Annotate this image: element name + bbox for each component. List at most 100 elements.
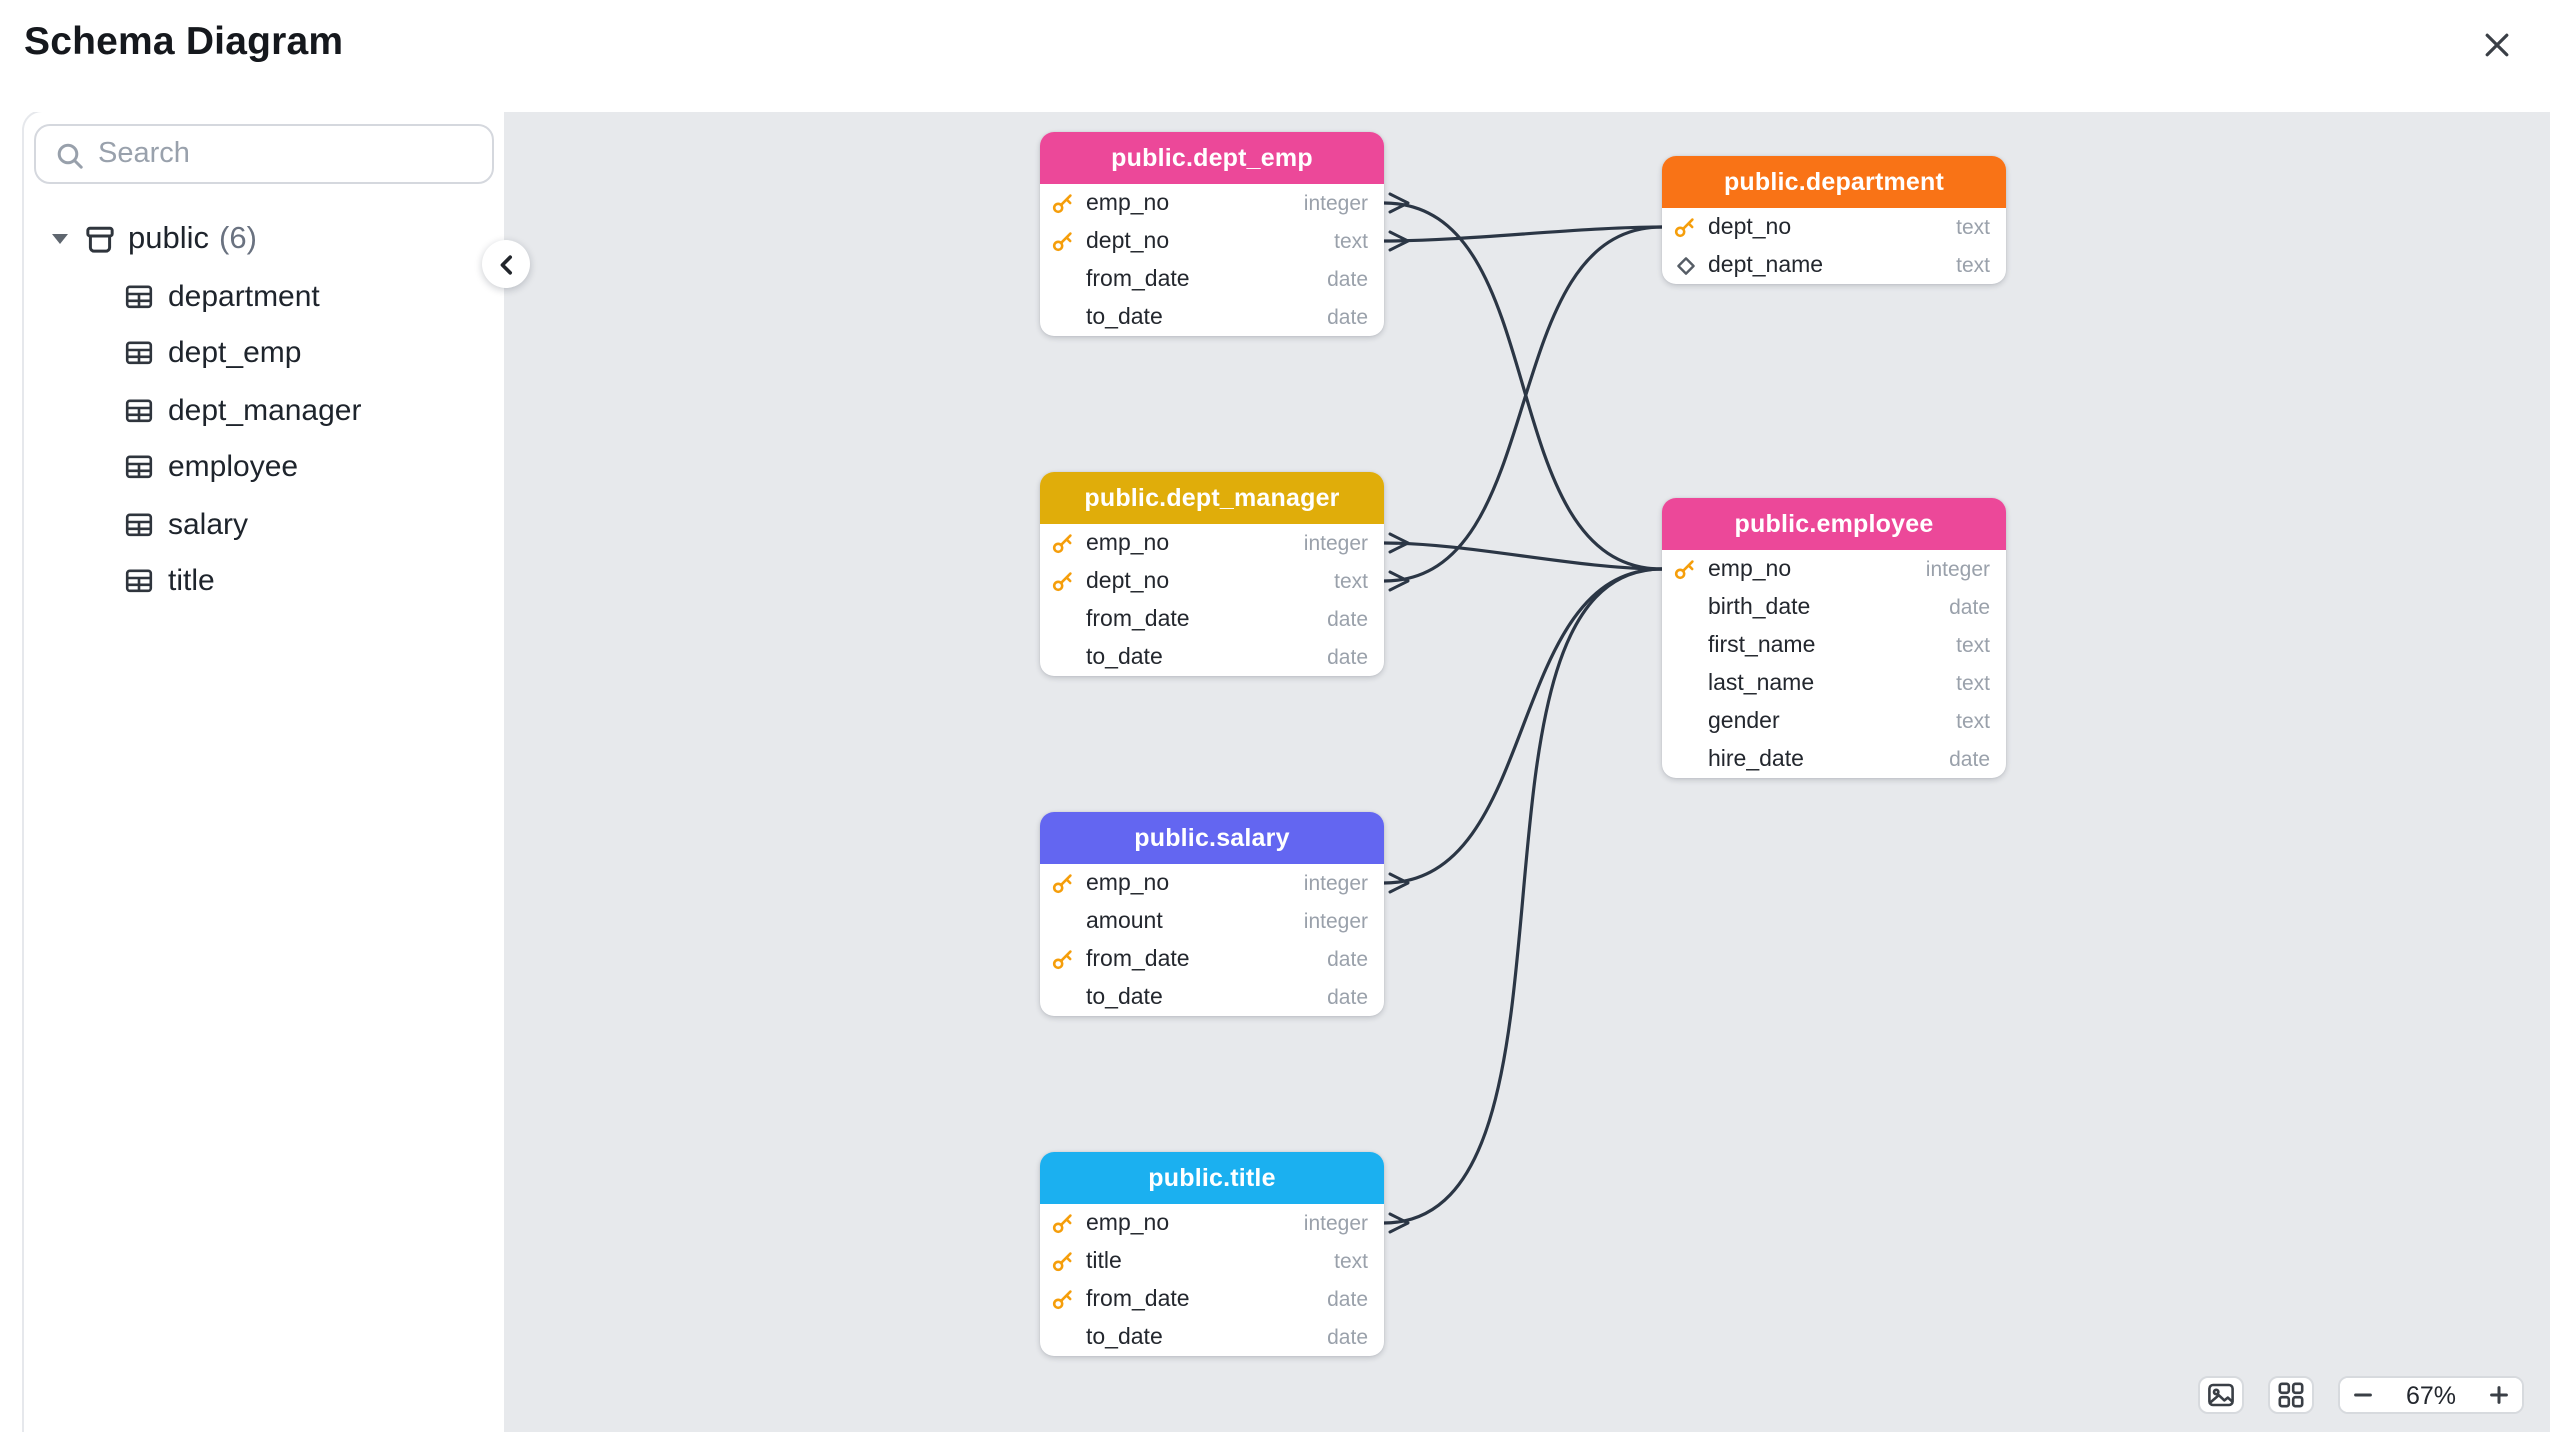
table-node-title[interactable]: public.department [1662,156,2006,208]
column-icon-empty [1052,1326,1074,1348]
column-icon-empty [1674,634,1696,656]
column-type: date [1327,947,1368,971]
column-name: hire_date [1708,747,1804,771]
column-row-hire_date[interactable]: hire_date date [1662,740,2006,778]
column-name: emp_no [1086,531,1170,555]
sidebar-item-dept_emp[interactable]: dept_emp [34,325,494,382]
column-type: integer [1303,1211,1368,1235]
table-node-title[interactable]: public.title [1040,1152,1384,1204]
column-type: text [1956,633,1990,657]
column-name: emp_no [1708,557,1792,581]
schema-count: (6) [219,221,257,255]
relationship-edge-dept_emp-employee[interactable] [1383,192,1663,571]
column-name: from_date [1086,607,1190,631]
primary-key-icon [1052,1212,1074,1234]
export-image-button[interactable] [2198,1376,2244,1414]
sidebar-collapse-button[interactable] [482,240,530,288]
caret-down-icon[interactable] [52,234,68,244]
column-type: integer [1303,191,1368,215]
zoom-out-button[interactable] [2340,1378,2386,1412]
edge-source-arrow-icon [1388,230,1410,252]
relationship-edge-title-employee[interactable] [1383,567,1663,1234]
table-node-title[interactable]: public.dept_emp [1040,132,1384,184]
sidebar-item-salary[interactable]: salary [34,496,494,553]
relationship-edge-dept_manager-employee[interactable] [1383,532,1663,571]
zoom-in-button[interactable] [2476,1378,2522,1412]
table-node-title[interactable]: public.salary [1040,812,1384,864]
column-type: text [1956,253,1990,277]
table-node-title[interactable]: public.employee [1662,498,2006,550]
edge-source-arrow-icon [1388,532,1410,554]
primary-key-icon [1052,192,1074,214]
column-type: date [1327,985,1368,1009]
column-icon-empty [1674,710,1696,732]
column-row-to_date[interactable]: to_date date [1040,638,1384,676]
sidebar-item-department[interactable]: department [34,268,494,325]
zoom-level: 67% [2405,1381,2457,1409]
column-type: date [1327,1287,1368,1311]
relationship-edge-dept_manager-department[interactable] [1383,225,1663,592]
minus-icon [2354,1393,2372,1397]
column-type: integer [1303,531,1368,555]
auto-layout-button[interactable] [2268,1376,2314,1414]
tree-schema-public[interactable]: public (6) [34,210,494,268]
column-type: integer [1303,909,1368,933]
close-button[interactable] [2466,14,2526,74]
primary-key-icon [1674,558,1696,580]
header-bar: Schema Diagram [0,0,2550,112]
table-icon [124,339,154,369]
table-node-title[interactable]: public.dept_manager [1040,472,1384,524]
column-name: emp_no [1086,1211,1170,1235]
relationship-edge-dept_emp-department[interactable] [1383,225,1663,252]
primary-key-icon [1052,872,1074,894]
column-row-emp_no[interactable]: emp_no integer [1040,524,1384,562]
column-icon-empty [1674,596,1696,618]
sidebar-item-employee[interactable]: employee [34,439,494,496]
column-type: date [1949,747,1990,771]
column-name: to_date [1086,645,1163,669]
unique-diamond-icon [1674,254,1696,276]
column-row-emp_no[interactable]: emp_no integer [1040,1204,1384,1242]
sidebar-item-title[interactable]: title [34,553,494,610]
relationship-edge-salary-employee[interactable] [1383,567,1663,894]
column-name: from_date [1086,947,1190,971]
sidebar: public (6) department dept_emp dept_manage… [22,110,504,1432]
edge-source-arrow-icon [1388,1212,1410,1234]
table-item-label: dept_emp [168,336,302,371]
page-title: Schema Diagram [24,20,344,64]
table-item-label: title [168,564,215,599]
column-row-from_date[interactable]: from_date date [1040,940,1384,978]
sidebar-item-dept_manager[interactable]: dept_manager [34,382,494,439]
table-item-label: salary [168,507,249,542]
column-type: date [1327,645,1368,669]
search-input[interactable] [36,126,492,182]
